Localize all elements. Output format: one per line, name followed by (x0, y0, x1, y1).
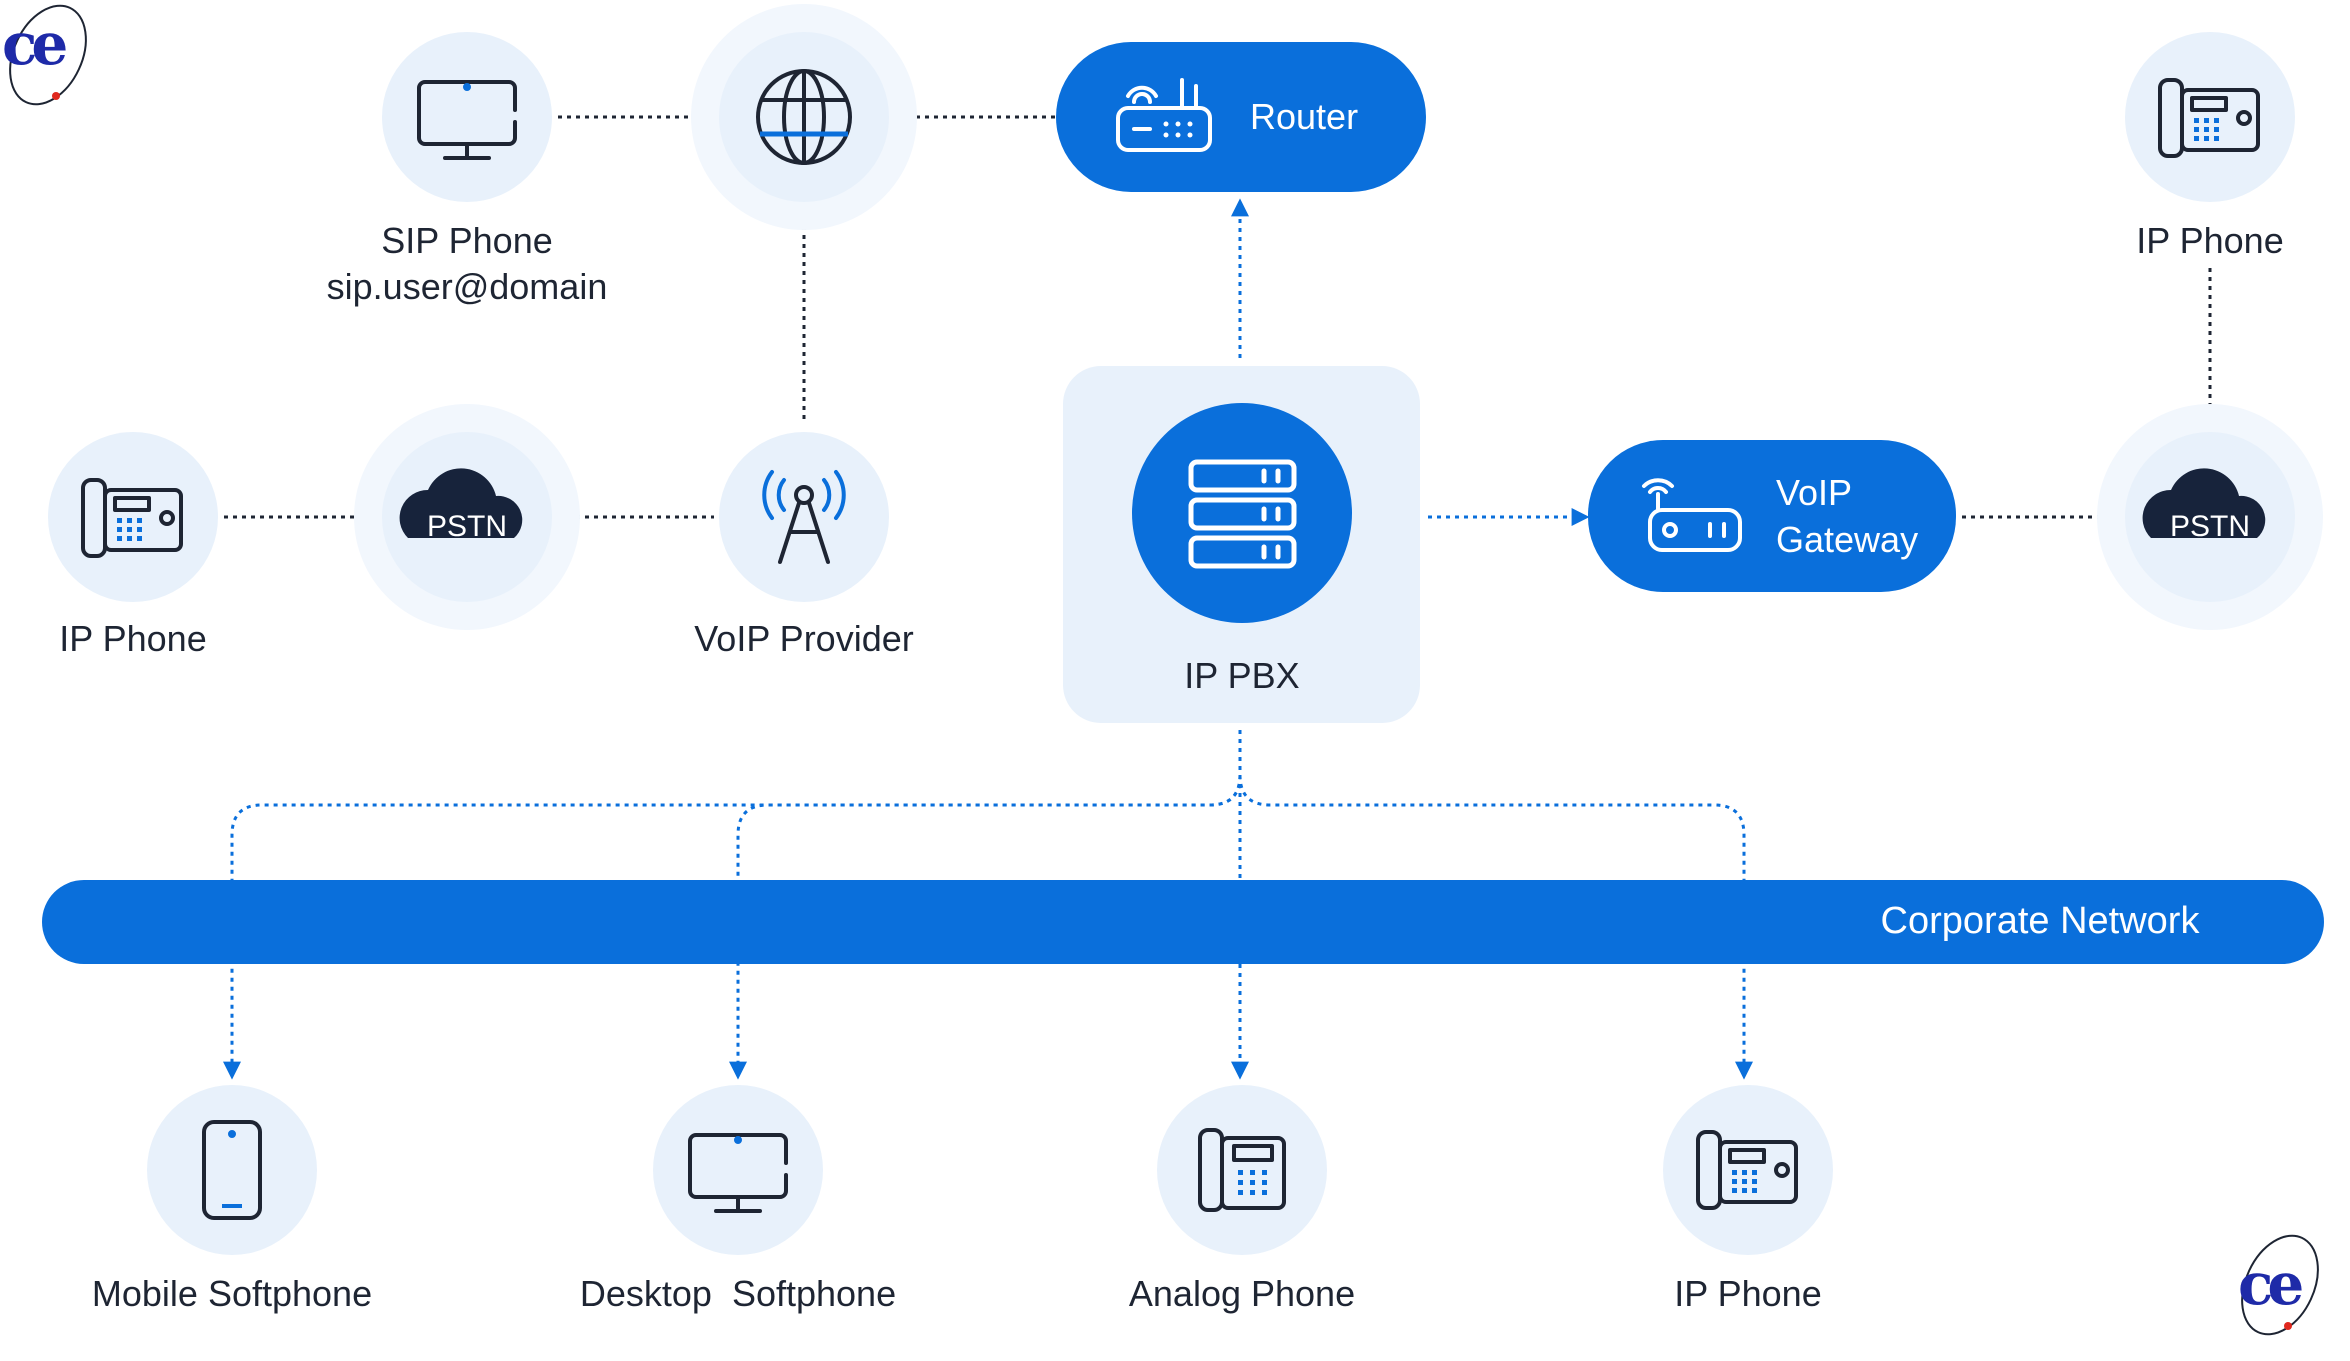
desk-phone-icon-top-right (2158, 78, 2260, 158)
sip-phone-address: sip.user@domain (326, 266, 608, 307)
globe-icon (756, 69, 852, 165)
ip-phone-left-circle (48, 432, 218, 602)
mobile-phone-icon (202, 1120, 262, 1220)
cloud-icon-right (2142, 468, 2266, 538)
ip-pbx-circle (1132, 403, 1352, 623)
voip-gateway-label-line1: VoIP (1776, 472, 1853, 513)
gateway-icon (1642, 478, 1742, 552)
logo-ring-icon (2241, 1234, 2319, 1336)
sip-phone-label: SIP Phone (381, 220, 553, 261)
analog-phone-icon (1198, 1128, 1286, 1212)
ip-phone-top-right-label: IP Phone (2136, 220, 2284, 261)
cloud-icon-left (399, 468, 523, 538)
ip-phone-bottom-label: IP Phone (1674, 1273, 1822, 1314)
desktop-softphone-label: Desktop Softphone (579, 1273, 897, 1314)
desk-phone-icon-left (81, 478, 183, 558)
logo-bottom-right: ce (2232, 1230, 2328, 1340)
voip-provider-label: VoIP Provider (694, 618, 914, 659)
monitor-icon (417, 80, 517, 160)
pstn-left-label: PSTN (426, 510, 507, 543)
desktop-monitor-icon (688, 1133, 788, 1213)
sip-phone-circle (382, 32, 552, 202)
logo-text: ce (2238, 1250, 2304, 1318)
mobile-softphone-label: Mobile Softphone (91, 1273, 373, 1314)
logo-text: ce (2, 10, 68, 78)
voip-provider-circle (719, 432, 889, 602)
router-icon-overlay (1116, 78, 1212, 152)
corporate-network-bar (42, 880, 2324, 964)
desk-phone-icon-bottom (1696, 1130, 1798, 1210)
antenna-tower-icon (762, 470, 846, 564)
analog-phone-label: Analog Phone (1128, 1273, 1356, 1314)
mobile-softphone-circle (147, 1085, 317, 1255)
voip-gateway-label-line2: Gateway (1776, 519, 1919, 560)
corporate-network-label: Corporate Network (1880, 900, 2200, 942)
server-icon (1188, 459, 1297, 569)
logo-ring-icon (9, 4, 87, 106)
connectors-dark (224, 115, 2212, 519)
desktop-softphone-circle (653, 1085, 823, 1255)
ip-phone-bottom-circle (1663, 1085, 1833, 1255)
ip-pbx-label: IP PBX (1184, 655, 1300, 696)
router-label: Router (1250, 96, 1359, 137)
ip-phone-top-right-circle (2125, 32, 2295, 202)
pstn-right-label: PSTN (2169, 510, 2250, 543)
logo-top-left: ce (0, 0, 96, 110)
ip-phone-left-label: IP Phone (59, 618, 207, 659)
